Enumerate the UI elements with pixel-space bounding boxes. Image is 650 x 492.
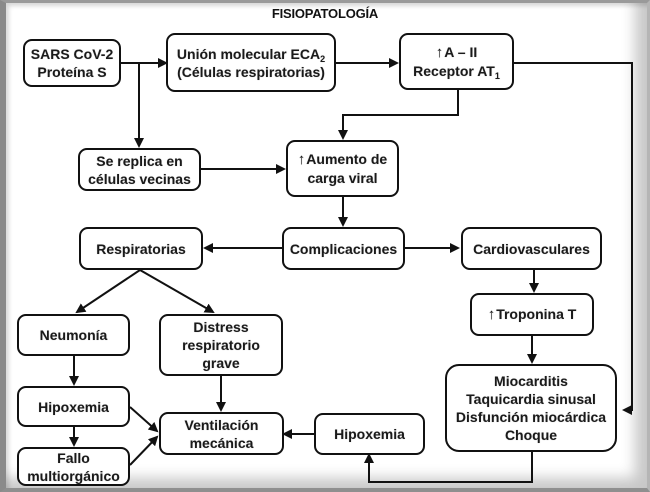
node-angiotensin: ↑A – II Receptor AT1 <box>399 33 514 90</box>
node-troponina-line: ↑Troponina T <box>488 305 577 324</box>
node-complicaciones-label: Complicaciones <box>289 240 398 257</box>
node-angiotensin-line-2-text: Receptor AT <box>413 63 495 79</box>
node-sars-line-2: Proteína S <box>37 64 107 80</box>
node-cardiovasculares-label: Cardiovasculares <box>473 240 590 257</box>
node-hipoxemia-left: Hipoxemia <box>17 386 130 427</box>
up-arrow-icon: ↑ <box>435 44 444 61</box>
node-respiratorias: Respiratorias <box>79 227 203 270</box>
node-hipoxemia-left-label: Hipoxemia <box>38 398 109 415</box>
edge-angiotensin-to-carga <box>338 90 459 140</box>
node-union-molecular: Unión molecular ECA2 (Células respirator… <box>166 33 336 92</box>
node-distress-line-1: Distress <box>193 319 249 335</box>
node-cardiovasculares: Cardiovasculares <box>461 227 602 270</box>
node-union-line-1: Unión molecular ECA2 <box>176 45 326 64</box>
node-respiratorias-label: Respiratorias <box>96 240 186 257</box>
node-fallo-line-2: multiorgánico <box>27 467 120 484</box>
up-arrow-icon: ↑ <box>487 306 496 323</box>
node-neumonia: Neumonía <box>17 314 130 356</box>
diagram-title: FISIOPATOLOGÍA <box>271 6 379 21</box>
node-neumonia-label: Neumonía <box>39 327 108 343</box>
edge-respiratorias-to-neumonia <box>75 269 141 314</box>
node-replica-line-2: células vecinas <box>88 170 191 187</box>
node-angiotensin-line-2: Receptor AT1 <box>413 62 500 81</box>
node-cardiac-complications: Miocarditis Taquicardia sinusal Disfunci… <box>445 364 617 452</box>
node-aumento-carga-viral: ↑Aumento de carga viral <box>286 140 399 197</box>
edge-respiratorias-to-distress <box>139 269 215 313</box>
node-sars-line-1: SARS CoV-2 <box>30 46 114 62</box>
node-hipoxemia-right: Hipoxemia <box>314 413 425 455</box>
node-complicaciones: Complicaciones <box>282 227 405 270</box>
node-ventilacion-mecanica: Ventilación mecánica <box>159 412 284 455</box>
node-ventilacion-line-1: Ventilación <box>184 416 259 433</box>
node-distress-line-3: grave <box>202 355 240 371</box>
node-carga-line-1: ↑Aumento de <box>298 150 387 169</box>
node-angiotensin-subscript: 1 <box>494 71 500 81</box>
node-cardiac-line-2: Taquicardia sinusal <box>466 391 596 407</box>
node-fallo-line-1: Fallo <box>57 449 90 466</box>
edge-fallo-to-ventilacion <box>129 435 159 466</box>
node-angiotensin-line-1-text: A – II <box>444 44 478 60</box>
node-carga-line-1-text: Aumento de <box>306 151 388 167</box>
node-se-replica: Se replica en células vecinas <box>78 148 201 191</box>
node-union-line-1-text: Unión molecular ECA <box>176 45 321 62</box>
node-angiotensin-line-1: ↑A – II <box>436 43 477 62</box>
edge-hipoxemia-to-ventilacion <box>129 406 159 433</box>
node-replica-line-1: Se replica en <box>96 152 183 169</box>
node-union-subscript: 2 <box>320 53 326 64</box>
node-cardiac-line-1: Miocarditis <box>494 373 568 389</box>
node-distress-respiratorio: Distress respiratorio grave <box>159 314 283 376</box>
node-ventilacion-line-2: mecánica <box>189 434 254 451</box>
node-hipoxemia-right-label: Hipoxemia <box>334 426 405 442</box>
node-sars-cov-2: SARS CoV-2 Proteína S <box>23 39 121 87</box>
up-arrow-icon: ↑ <box>297 151 306 168</box>
edge-angiotensin-to-cardiac <box>514 62 633 415</box>
node-distress-line-2: respiratorio <box>182 337 260 353</box>
node-union-line-2: (Células respiratorias) <box>177 63 325 80</box>
node-troponina: ↑Troponina T <box>470 293 594 336</box>
edge-cardiac-to-hipoxemia-right <box>364 450 533 483</box>
node-fallo-multiorganico: Fallo multiorgánico <box>17 447 130 486</box>
node-cardiac-line-3: Disfunción miocárdica <box>455 409 607 425</box>
node-cardiac-line-4: Choque <box>504 427 558 443</box>
node-carga-line-2: carga viral <box>307 170 378 186</box>
node-troponina-text: Troponina T <box>496 306 577 322</box>
